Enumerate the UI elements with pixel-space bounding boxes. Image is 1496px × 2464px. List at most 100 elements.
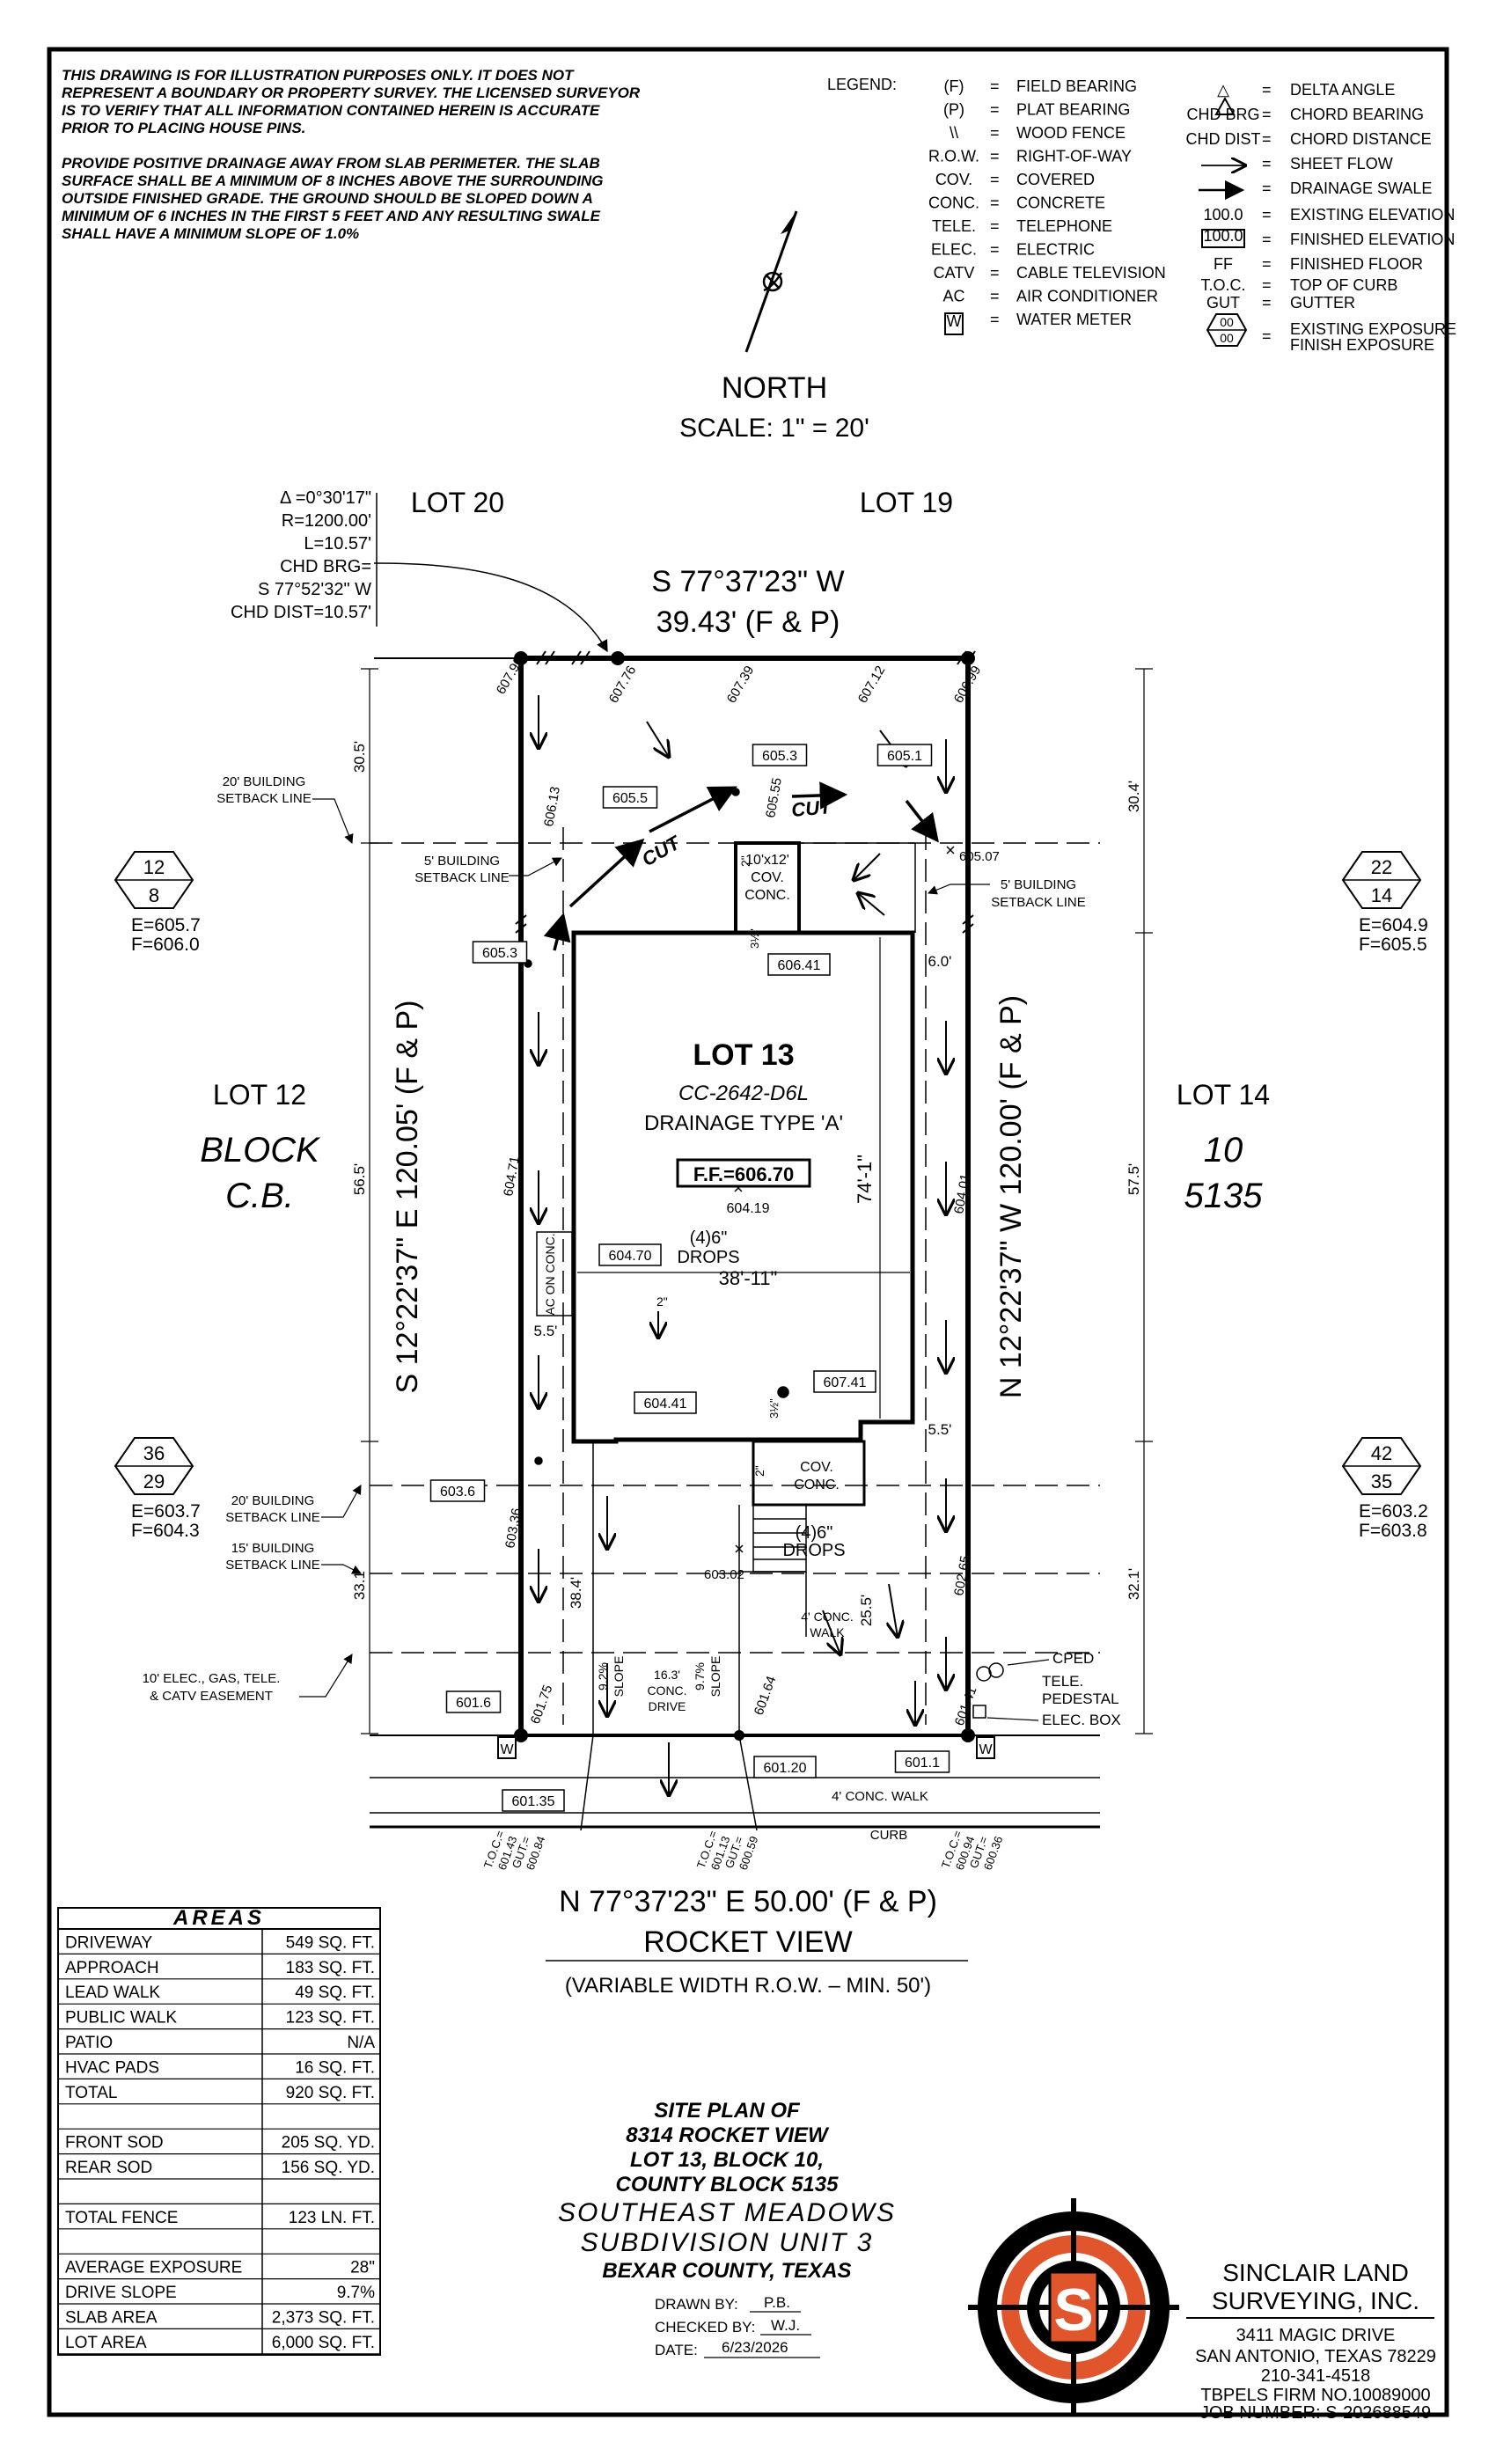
lot-labels: LOT 20 LOT 19 LOT 12 LOT 14 BLOCK C.B. 1… bbox=[200, 487, 1270, 1215]
drive-labels: 9.2% SLOPE 9.7% SLOPE 16.3' CONC. DRIVE … bbox=[596, 1610, 854, 1713]
area-label: LEAD WALK bbox=[65, 1984, 160, 2002]
legend-desc: DELTA ANGLE bbox=[1290, 81, 1395, 99]
legend-symbol: (F) bbox=[944, 77, 964, 95]
finished-elev: 606.41 bbox=[778, 958, 821, 973]
area-value: 123 LN. FT. bbox=[289, 2209, 375, 2227]
subdivision: SUBDIVISION UNIT 3 bbox=[581, 2228, 874, 2257]
drainage-type: DRAINAGE TYPE 'A' bbox=[644, 1111, 843, 1135]
area-value: 49 SQ. FT. bbox=[295, 1984, 375, 2002]
area-value: 6,000 SQ. FT. bbox=[272, 2334, 375, 2352]
legend-symbol: T.O.C. bbox=[1200, 276, 1245, 294]
legend-equals: = bbox=[990, 311, 1000, 328]
area-value: 2,373 SQ. FT. bbox=[272, 2308, 375, 2327]
exposure-existing: 42 bbox=[1371, 1442, 1392, 1464]
legend-equals: = bbox=[1262, 276, 1272, 294]
firm-phone: 210-341-4518 bbox=[1261, 2366, 1371, 2386]
elev: 603.02 bbox=[704, 1567, 744, 1582]
legend-desc: WOOD FENCE bbox=[1016, 124, 1126, 142]
area-label: PUBLIC WALK bbox=[65, 2009, 177, 2028]
water-meter-icon bbox=[497, 1736, 517, 1759]
lead-walk-label: WALK bbox=[810, 1625, 845, 1639]
areas-title: AREAS bbox=[172, 1906, 265, 1930]
finished-elev-box bbox=[1201, 229, 1245, 248]
rear-covered-patio bbox=[734, 841, 801, 935]
house-labels: LOT 13 CC-2642-D6L DRAINAGE TYPE 'A' F.F… bbox=[543, 853, 910, 1560]
legend-symbol: AC bbox=[942, 288, 964, 305]
elev: 607.39 bbox=[724, 664, 758, 706]
exposure-f-elev: F=606.0 bbox=[131, 935, 200, 955]
legend-desc: FINISHED FLOOR bbox=[1290, 255, 1423, 273]
general-notes: THIS DRAWING IS FOR ILLUSTRATION PURPOSE… bbox=[62, 67, 641, 242]
dim: 5.5' bbox=[928, 1421, 952, 1438]
lot-13-label: LOT 13 bbox=[693, 1038, 794, 1072]
area-value: N/A bbox=[347, 2034, 375, 2052]
utilities: CPED TELE. PEDESTAL ELEC. BOX W W bbox=[497, 1650, 1121, 1759]
dim: 32.1' bbox=[1126, 1568, 1142, 1600]
setback-labels: 20' BUILDING SETBACK LINE 5' BUILDING SE… bbox=[143, 774, 1086, 1704]
exposure-finish: 8 bbox=[149, 884, 159, 906]
firm-name: SINCLAIR LAND bbox=[1222, 2259, 1409, 2286]
front-bearing: N 77°37'23" E 50.00' (F & P) bbox=[559, 1885, 937, 1918]
exposure-e-elev: E=603.2 bbox=[1359, 1501, 1428, 1522]
public-walk-label: 4' CONC. WALK bbox=[832, 1789, 928, 1804]
drive-slope: 9.7% bbox=[693, 1662, 707, 1690]
site-plan: CUT CUT bbox=[361, 650, 1153, 1831]
legend-desc: ELECTRIC bbox=[1016, 241, 1095, 259]
legend-desc: GUTTER bbox=[1290, 294, 1355, 312]
lot-14-label: LOT 14 bbox=[1177, 1079, 1270, 1111]
bearings: S 77°37'23" W 39.43' (F & P) S 12°22'37"… bbox=[391, 565, 1028, 1998]
curve-data: Δ =0°30'17" R=1200.00' L=10.57' CHD BRG=… bbox=[231, 488, 608, 653]
exposure-f-elev: F=603.8 bbox=[1359, 1521, 1427, 1541]
legend-equals: = bbox=[990, 217, 1000, 235]
legend-symbol: △ bbox=[1217, 81, 1229, 99]
legend-symbol: CATV bbox=[934, 264, 975, 282]
legend-equals: = bbox=[1262, 255, 1272, 273]
rear-distance: 39.43' (F & P) bbox=[656, 605, 840, 639]
elev: 601.41 bbox=[952, 1684, 980, 1727]
note-line: SHALL HAVE A MINIMUM SLOPE OF 1.0% bbox=[62, 225, 359, 242]
left-bearing: S 12°22'37" E 120.05' (F & P) bbox=[391, 1001, 424, 1394]
lot-20-label: LOT 20 bbox=[411, 487, 504, 518]
legend-desc: FINISH EXPOSURE bbox=[1290, 336, 1434, 354]
subdivision: SOUTHEAST MEADOWS bbox=[558, 2198, 896, 2227]
lot-19-label: LOT 19 bbox=[860, 487, 953, 518]
dim: 5.5' bbox=[534, 1323, 558, 1339]
drive-slope: SLOPE bbox=[612, 1656, 626, 1698]
easement-label: 10' ELEC., GAS, TELE. bbox=[143, 1671, 281, 1686]
dim: 57.5' bbox=[1126, 1163, 1142, 1195]
drainage-swale-arrows bbox=[543, 781, 939, 951]
area-value: 123 SQ. FT. bbox=[286, 2009, 375, 2028]
legend-equals: = bbox=[1262, 155, 1272, 172]
dimension-labels: 30.5' 30.4' 56.5' 57.5' 33.1' 32.1' 6.0'… bbox=[351, 741, 1142, 1626]
title-line: LOT 13, BLOCK 10, bbox=[630, 2148, 824, 2172]
exposure-hex-icon: 00 00 bbox=[1206, 313, 1248, 347]
note-line: PRIOR TO PLACING HOUSE PINS. bbox=[62, 120, 305, 136]
legend-desc: CHORD BEARING bbox=[1290, 106, 1424, 123]
legend-desc: CABLE TELEVISION bbox=[1016, 264, 1166, 282]
elev: 605.07 bbox=[959, 849, 1000, 864]
finished-elev: 605.3 bbox=[482, 946, 517, 961]
exposure-existing: 12 bbox=[143, 856, 165, 878]
ac-pad bbox=[536, 1231, 573, 1316]
rear-bearing: S 77°37'23" W bbox=[651, 565, 844, 598]
legend-equals: = bbox=[990, 171, 1000, 188]
finished-elev: 604.41 bbox=[644, 1397, 687, 1412]
area-label: APPROACH bbox=[65, 1959, 159, 1977]
area-value: 156 SQ. YD. bbox=[282, 2159, 375, 2177]
elec-label: ELEC. BOX bbox=[1042, 1712, 1121, 1728]
firm-info: SINCLAIR LAND SURVEYING, INC. 3411 MAGIC… bbox=[1186, 2259, 1436, 2423]
slope-in: 2" bbox=[738, 855, 752, 867]
driveway bbox=[580, 1441, 807, 1831]
area-label: DRIVEWAY bbox=[65, 1933, 153, 1952]
finished-elev: 601.35 bbox=[512, 1794, 555, 1809]
note-line: IS TO VERIFY THAT ALL INFORMATION CONTAI… bbox=[62, 102, 600, 119]
legend-symbol: CONC. bbox=[928, 194, 979, 212]
street-name: ROCKET VIEW bbox=[643, 1925, 852, 1959]
legend-equals: = bbox=[1262, 206, 1272, 224]
house-depth: 74'-1" bbox=[854, 1155, 876, 1204]
dim: 6.0' bbox=[928, 953, 952, 970]
curve-line: S 77°52'32" W bbox=[258, 580, 371, 599]
drops-front: DROPS bbox=[782, 1541, 845, 1560]
setback-label: 5' BUILDING bbox=[1001, 877, 1076, 892]
note-line: THIS DRAWING IS FOR ILLUSTRATION PURPOSE… bbox=[62, 67, 575, 84]
